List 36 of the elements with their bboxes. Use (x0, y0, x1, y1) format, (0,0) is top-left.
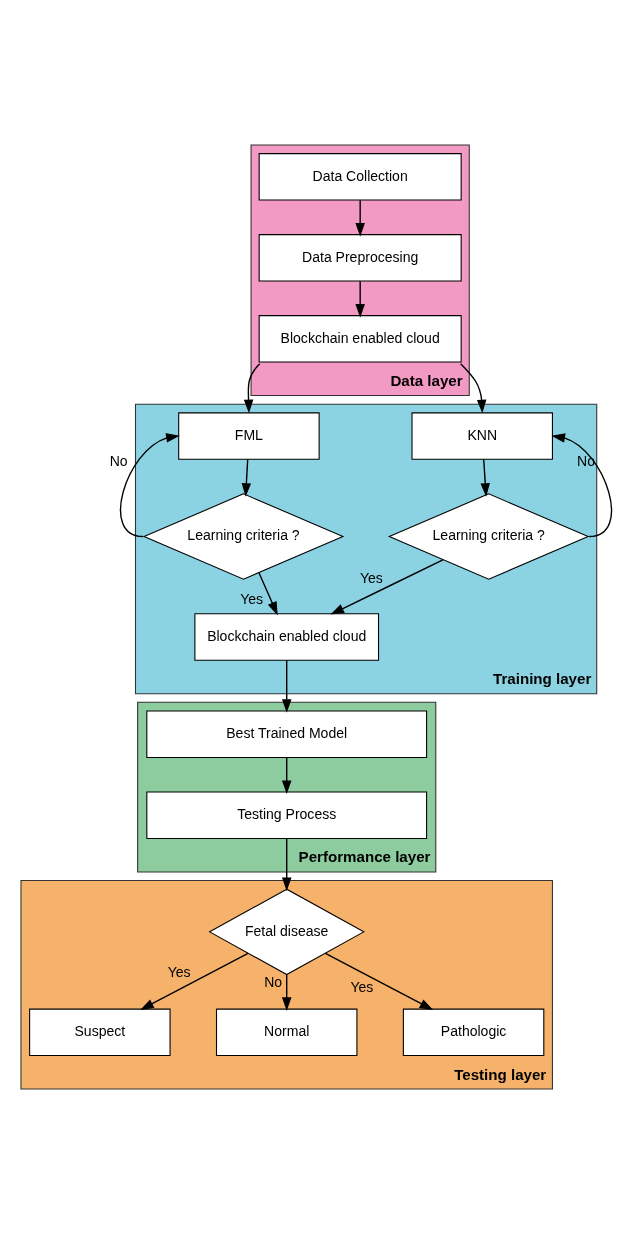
arrow (281, 837, 292, 891)
node-box: Blockchain enabled cloud (194, 612, 380, 661)
node-diamond: Fetal disease (208, 888, 365, 975)
node-box: Best Trained Model (146, 709, 428, 758)
arrow (324, 952, 434, 1010)
arrow (355, 199, 365, 237)
node-box: Normal (215, 1008, 358, 1056)
node-box: Pathologic (402, 1008, 545, 1056)
arrow (281, 973, 292, 1011)
arrow (551, 432, 613, 537)
node-box: Data Preprocesing (258, 233, 462, 282)
arrow (281, 756, 292, 794)
node-diamond: Learning criteria ? (387, 492, 590, 580)
edge-label: No (264, 973, 283, 990)
node-box: KNN (411, 411, 553, 460)
edge-label: No (577, 452, 595, 469)
edge-label: Yes (240, 590, 264, 607)
node-box: Testing Process (146, 790, 428, 839)
edge-label: Yes (350, 978, 374, 995)
node-box: Suspect (29, 1008, 171, 1056)
node-diamond: Learning criteria ? (142, 492, 345, 580)
edge-label: No (109, 452, 128, 469)
arrow (480, 458, 490, 497)
arrow (243, 362, 261, 413)
arrow (355, 280, 365, 318)
arrow (241, 458, 252, 497)
edge-label: Yes (359, 569, 383, 586)
arrow (140, 952, 249, 1010)
arrow (330, 558, 444, 615)
arrow (120, 432, 180, 537)
arrow (258, 571, 278, 615)
node-box: FML (178, 411, 320, 460)
edge-label: Yes (167, 963, 191, 980)
node-box: Blockchain enabled cloud (258, 314, 462, 363)
arrow (281, 659, 292, 713)
node-box: Data Collection (258, 152, 462, 201)
